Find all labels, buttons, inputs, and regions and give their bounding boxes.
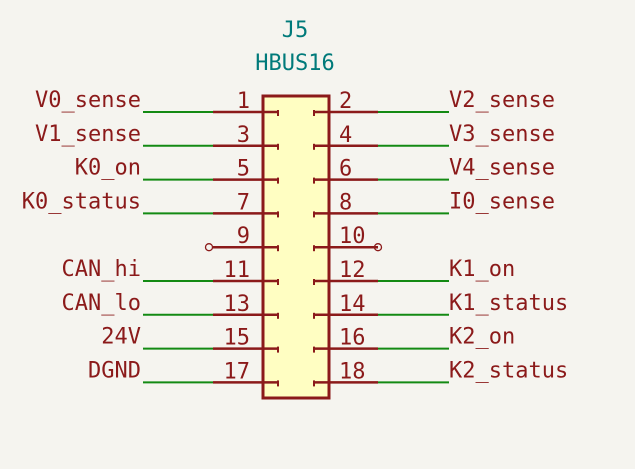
component-reference[interactable]: J5 <box>282 18 309 43</box>
net-label-right[interactable]: I0_sense <box>449 189 555 214</box>
pin-number-left: 1 <box>237 89 250 114</box>
pin-number-left: 15 <box>224 326 251 351</box>
net-label-right[interactable]: K2_on <box>449 325 515 350</box>
pin-number-left: 17 <box>224 359 251 384</box>
pin-number-left: 5 <box>237 157 250 182</box>
pin-number-right: 18 <box>339 359 366 384</box>
net-label-left[interactable]: K0_on <box>75 156 141 181</box>
pin-number-left: 13 <box>224 292 251 317</box>
pin-number-right: 12 <box>339 258 366 283</box>
pin-number-left: 3 <box>237 123 250 148</box>
net-label-left[interactable]: CAN_hi <box>62 257 141 282</box>
net-label-right[interactable]: V2_sense <box>449 88 555 113</box>
net-label-left[interactable]: V1_sense <box>35 122 141 147</box>
pin-number-right: 2 <box>339 89 352 114</box>
net-label-right[interactable]: K1_status <box>449 291 568 316</box>
net-label-left[interactable]: 24V <box>101 325 141 350</box>
net-label-left[interactable]: K0_status <box>22 189 141 214</box>
pin-number-left: 9 <box>237 224 250 249</box>
pin-number-right: 14 <box>339 292 366 317</box>
unconnected-marker-left <box>204 243 214 252</box>
unconnected-marker-right <box>373 243 383 252</box>
pin-number-left: 7 <box>237 190 250 215</box>
pin-number-right: 6 <box>339 157 352 182</box>
net-label-right[interactable]: V3_sense <box>449 122 555 147</box>
net-label-right[interactable]: K2_status <box>449 358 568 383</box>
net-label-left[interactable]: CAN_lo <box>62 291 141 316</box>
pin-number-right: 4 <box>339 123 352 148</box>
pin-number-right: 8 <box>339 190 352 215</box>
net-label-right[interactable]: V4_sense <box>449 156 555 181</box>
pin-number-right: 16 <box>339 326 366 351</box>
pin-number-left: 11 <box>224 258 251 283</box>
component-value[interactable]: HBUS16 <box>255 51 334 76</box>
net-label-right[interactable]: K1_on <box>449 257 515 282</box>
pin-number-right: 10 <box>339 224 366 249</box>
net-label-left[interactable]: DGND <box>88 358 141 383</box>
net-label-left[interactable]: V0_sense <box>35 88 141 113</box>
